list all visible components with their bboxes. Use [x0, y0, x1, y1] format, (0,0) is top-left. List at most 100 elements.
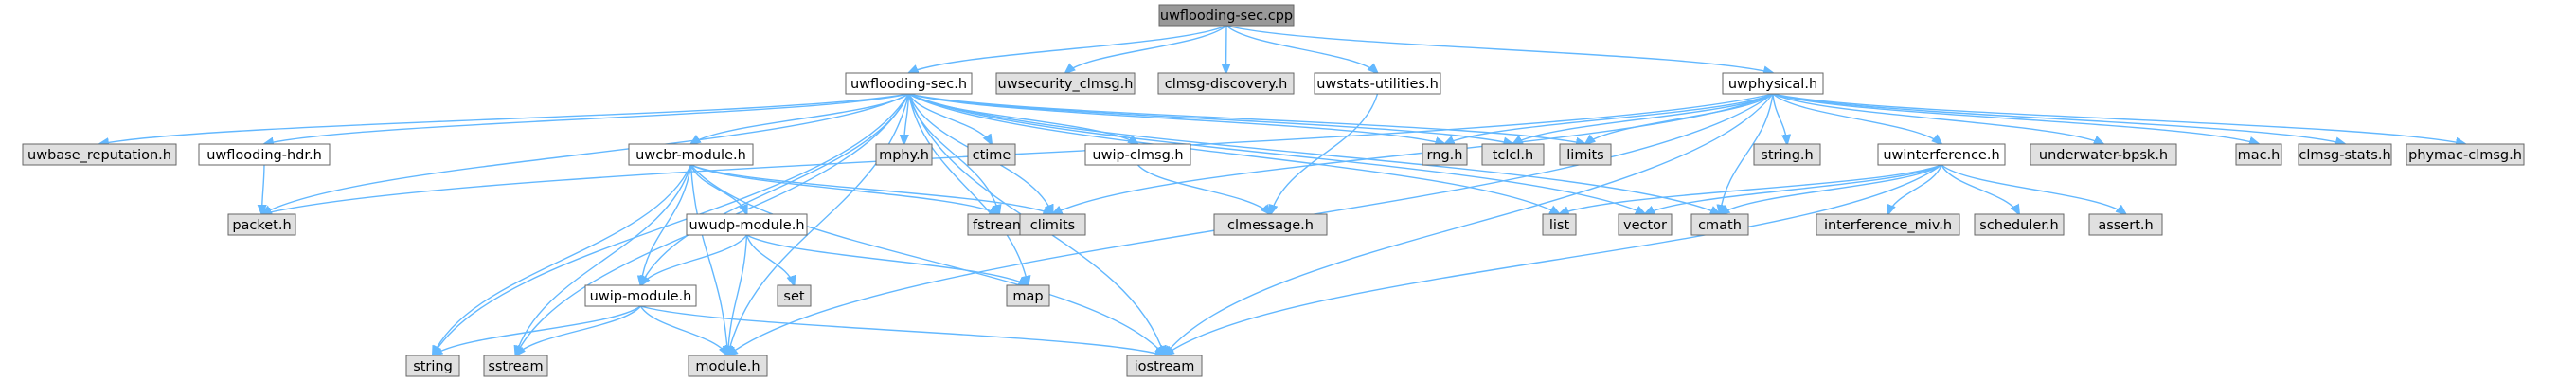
edge-sech-to-string — [433, 93, 910, 355]
node-box-list — [1542, 213, 1577, 236]
node-stringh: string.h — [1753, 143, 1821, 166]
node-label-phymac: phymac-clmsg.h — [2408, 148, 2522, 163]
node-box-root — [1158, 4, 1295, 27]
edge-uwudp-to-set — [745, 234, 795, 285]
edge-sech-to-uwipmod — [641, 93, 910, 285]
edge-uwipmod-to-iostream — [640, 305, 1165, 355]
node-label-map: map — [1012, 289, 1043, 304]
node-box-limits — [1559, 143, 1612, 166]
edge-uwipclmsg-to-clmessage — [1136, 164, 1271, 214]
node-label-uwbpsk: underwater-bpsk.h — [2039, 148, 2168, 163]
node-uwphysical[interactable]: uwphysical.h — [1722, 72, 1824, 95]
node-label-string: string — [413, 359, 453, 374]
node-box-stringh — [1753, 143, 1821, 166]
node-label-root: uwflooding-sec.cpp — [1160, 9, 1293, 24]
edge-uwinterf-to-vector — [1645, 164, 1942, 214]
node-mphy: mphy.h — [875, 143, 933, 166]
node-sech[interactable]: uwflooding-sec.h — [845, 72, 973, 95]
node-box-set — [777, 284, 812, 307]
node-label-mach: mac.h — [2238, 148, 2281, 163]
edge-uwcbr-to-uwipmod — [641, 164, 692, 285]
node-ctime: ctime — [967, 143, 1016, 166]
node-label-ctime: ctime — [973, 148, 1011, 163]
node-asserth: assert.h — [2088, 213, 2163, 236]
node-box-uwcbr — [628, 143, 754, 166]
edge-uwipmod-to-moduleh — [639, 305, 728, 355]
node-box-rng — [1422, 143, 1468, 166]
edge-sech-to-fstream — [907, 93, 1000, 214]
node-uwudp[interactable]: uwudp-module.h — [686, 213, 808, 236]
node-uwipmod[interactable]: uwip-module.h — [584, 284, 697, 307]
node-uwstats[interactable]: uwstats-utilities.h — [1314, 72, 1441, 95]
node-clmsgstats: clmsg-stats.h — [2298, 143, 2392, 166]
node-uwinterf[interactable]: uwinterference.h — [1877, 143, 2006, 166]
node-label-set: set — [783, 289, 804, 304]
node-box-clmessage — [1213, 213, 1328, 236]
node-box-clmsgstats — [2298, 143, 2392, 166]
node-label-uwsecurity: uwsecurity_clmsg.h — [998, 77, 1134, 92]
edge-sech-to-moduleh — [728, 93, 910, 355]
node-scheduler: scheduler.h — [1974, 213, 2065, 236]
node-label-list: list — [1549, 218, 1570, 233]
node-box-uwipmod — [584, 284, 697, 307]
node-fstream: fstream — [967, 213, 1031, 236]
node-box-uwbpsk — [2030, 143, 2177, 166]
node-label-clmsgdisc: clmsg-discovery.h — [1165, 77, 1288, 92]
node-label-moduleh: module.h — [695, 359, 760, 374]
node-root[interactable]: uwflooding-sec.cpp — [1158, 4, 1295, 27]
node-floodhdr[interactable]: uwflooding-hdr.h — [198, 143, 331, 166]
node-box-scheduler — [1974, 213, 2065, 236]
edge-uwcbr-to-iostream — [689, 164, 1165, 355]
node-label-floodhdr: uwflooding-hdr.h — [206, 148, 322, 163]
edge-uwinterf-to-list — [1560, 164, 1942, 214]
edge-uwcbr-to-climits — [690, 164, 1053, 214]
node-label-sech: uwflooding-sec.h — [850, 77, 967, 92]
node-iostream: iostream — [1126, 355, 1203, 377]
node-climits: climits — [1019, 213, 1086, 236]
edge-root-to-uwstats — [1225, 25, 1378, 73]
node-label-uwipclmsg: uwip-clmsg.h — [1092, 148, 1183, 163]
edge-uwphysical-to-tclcl — [1513, 93, 1774, 144]
node-label-iostream: iostream — [1135, 359, 1195, 374]
node-uwbpsk: underwater-bpsk.h — [2030, 143, 2177, 166]
edge-uwudp-to-moduleh — [728, 234, 748, 355]
edge-uwinterf-to-cmath — [1720, 164, 1942, 214]
node-string: string — [405, 355, 460, 377]
edge-sech-to-vector — [908, 93, 1646, 214]
node-label-fstream: fstream — [973, 218, 1026, 233]
node-box-iostream — [1126, 355, 1203, 377]
edge-root-to-sech — [909, 25, 1227, 73]
node-tclcl: tclcl.h — [1481, 143, 1545, 166]
edge-sech-to-uwbaserep — [99, 93, 909, 144]
edge-uwphysical-to-phymac — [1772, 93, 2465, 144]
edge-uwphysical-to-rng — [1445, 93, 1774, 144]
edge-uwipmod-to-string — [433, 305, 641, 355]
node-label-clmessage: clmessage.h — [1227, 218, 1314, 233]
node-uwipclmsg[interactable]: uwip-clmsg.h — [1084, 143, 1191, 166]
node-box-map — [1006, 284, 1050, 307]
edge-uwcbr-to-sstream — [516, 164, 692, 355]
node-box-phymac — [2406, 143, 2525, 166]
edge-uwstats-to-clmessage — [1271, 93, 1379, 214]
node-uwcbr[interactable]: uwcbr-module.h — [628, 143, 754, 166]
node-list: list — [1542, 213, 1577, 236]
edge-uwphysical-to-climits — [1053, 93, 1774, 214]
edge-uwinterf-to-interfmiv — [1888, 164, 1942, 214]
node-rng: rng.h — [1422, 143, 1468, 166]
node-label-uwstats: uwstats-utilities.h — [1316, 77, 1439, 92]
node-box-moduleh — [688, 355, 768, 377]
node-label-stringh: string.h — [1761, 148, 1813, 163]
node-clmsgdisc: clmsg-discovery.h — [1157, 72, 1295, 95]
edge-uwphysical-to-limits — [1585, 93, 1774, 144]
node-label-interfmiv: interference_miv.h — [1824, 218, 1952, 233]
node-label-asserth: assert.h — [2098, 218, 2153, 233]
edge-root-to-clmsgdisc — [1226, 25, 1227, 73]
node-box-interfmiv — [1816, 213, 1960, 236]
node-sstream: sstream — [483, 355, 548, 377]
node-label-clmsgstats: clmsg-stats.h — [2299, 148, 2390, 163]
node-box-mphy — [875, 143, 933, 166]
node-box-uwbaserep — [22, 143, 177, 166]
edge-root-to-uwphysical — [1225, 25, 1773, 73]
node-box-asserth — [2088, 213, 2163, 236]
node-uwbaserep: uwbase_reputation.h — [22, 143, 177, 166]
